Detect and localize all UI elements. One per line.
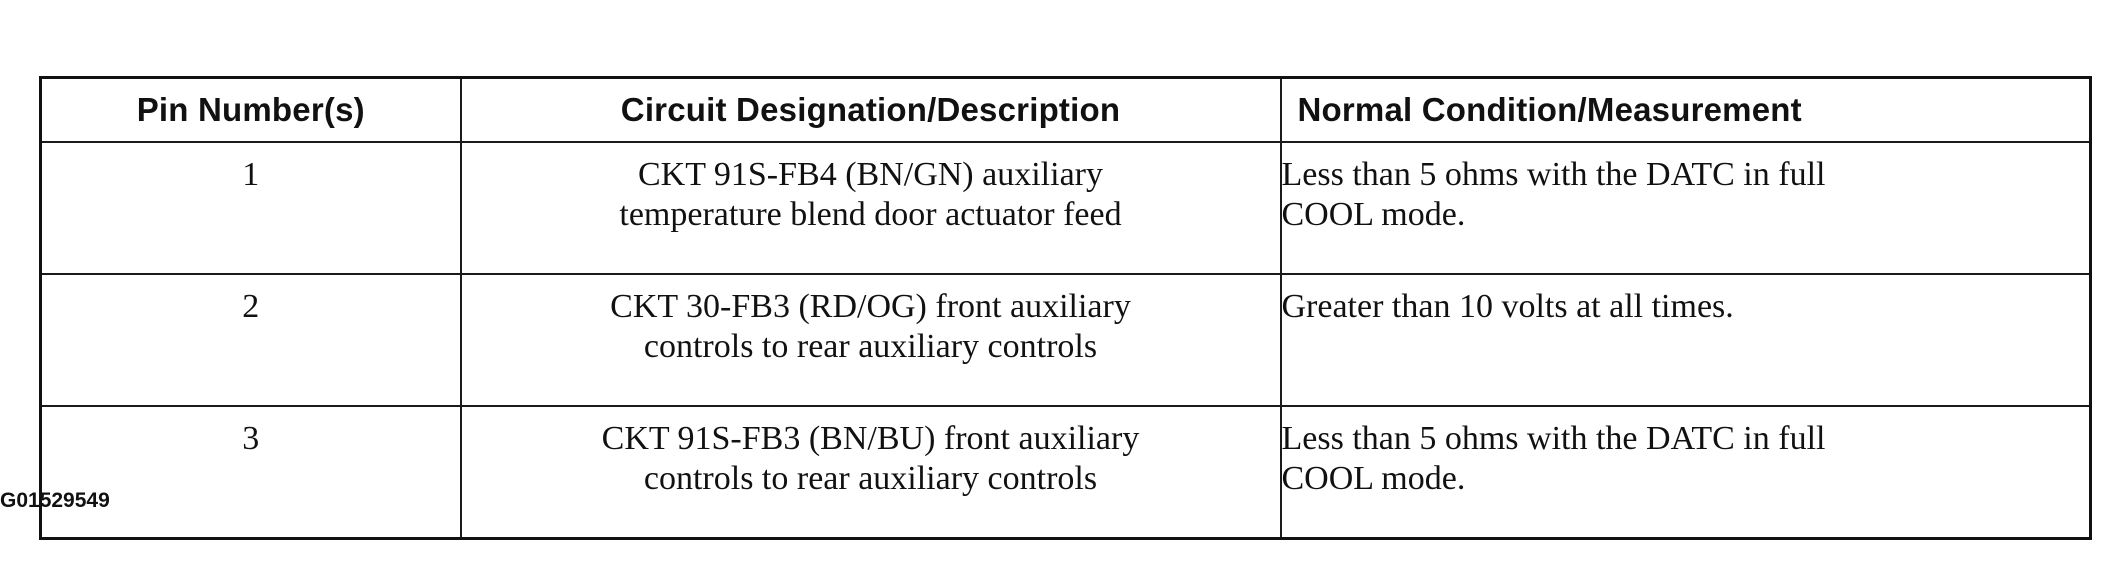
table-header: Pin Number(s) Circuit Designation/Descri… [39, 76, 2092, 143]
pin-number-cell: 1 [39, 141, 462, 275]
circuit-description-line: temperature blend door actuator feed [619, 196, 1122, 233]
circuit-description-cell: CKT 30-FB3 (RD/OG) front auxiliary contr… [459, 273, 1282, 407]
normal-condition-line: COOL mode. [1281, 460, 1466, 497]
header-normal-condition: Normal Condition/Measurement [1279, 76, 2092, 143]
normal-condition-line: Less than 5 ohms with the DATC in full [1281, 156, 1826, 193]
normal-condition-cell: Less than 5 ohms with the DATC in full C… [1279, 141, 2092, 275]
pin-table: Pin Number(s) Circuit Designation/Descri… [39, 76, 2092, 540]
normal-condition-cell: Greater than 10 volts at all times. [1279, 273, 2092, 407]
normal-condition-line: COOL mode. [1281, 196, 1466, 233]
circuit-description-line: CKT 30-FB3 (RD/OG) front auxiliary [610, 288, 1131, 325]
circuit-description-line: controls to rear auxiliary controls [643, 328, 1098, 365]
circuit-description-line: CKT 91S-FB3 (BN/BU) front auxiliary [601, 420, 1140, 457]
circuit-description-line: CKT 91S-FB4 (BN/GN) auxiliary [638, 156, 1103, 193]
pin-table-container: Pin Number(s) Circuit Designation/Descri… [39, 76, 2092, 540]
circuit-description-cell: CKT 91S-FB3 (BN/BU) front auxiliary cont… [459, 405, 1282, 540]
circuit-description-line: controls to rear auxiliary controls [643, 460, 1098, 497]
pin-number: 2 [242, 288, 260, 325]
table-row: 1 CKT 91S-FB4 (BN/GN) auxiliary temperat… [39, 141, 2092, 275]
table-row: 2 CKT 30-FB3 (RD/OG) front auxiliary con… [39, 273, 2092, 407]
pin-number: 3 [242, 420, 260, 457]
pin-number-cell: 3 [39, 405, 462, 540]
normal-condition-line: Less than 5 ohms with the DATC in full [1281, 420, 1826, 457]
figure-reference-code: G01529549 [0, 489, 110, 512]
table-body: 1 CKT 91S-FB4 (BN/GN) auxiliary temperat… [39, 141, 2092, 540]
header-circuit-description: Circuit Designation/Description [459, 76, 1282, 143]
normal-condition-line: Greater than 10 volts at all times. [1281, 288, 1734, 325]
header-row: Pin Number(s) Circuit Designation/Descri… [39, 76, 2092, 143]
normal-condition-cell: Less than 5 ohms with the DATC in full C… [1279, 405, 2092, 540]
circuit-description-cell: CKT 91S-FB4 (BN/GN) auxiliary temperatur… [459, 141, 1282, 275]
table-row: 3 CKT 91S-FB3 (BN/BU) front auxiliary co… [39, 405, 2092, 540]
pin-number-cell: 2 [39, 273, 462, 407]
header-pin-numbers: Pin Number(s) [39, 76, 462, 143]
pin-number: 1 [242, 156, 260, 193]
